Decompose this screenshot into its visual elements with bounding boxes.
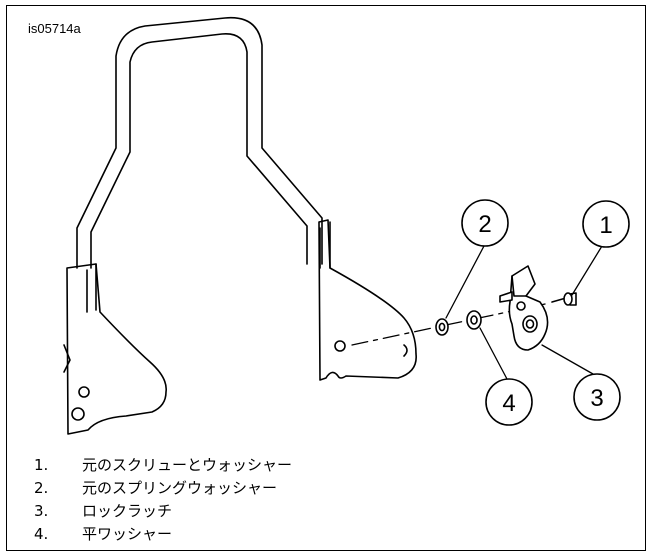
parts-legend: 1. 元のスクリューとウォッシャー 2. 元のスプリングウォッシャー 3. ロックラッ…: [30, 454, 292, 546]
legend-number: 2.: [34, 479, 49, 497]
legend-item: 4. 平ワッシャー: [30, 523, 292, 546]
svg-text:1: 1: [599, 212, 612, 239]
legend-item: 1. 元のスクリューとウォッシャー: [30, 454, 292, 477]
leader-lines: [445, 245, 603, 380]
legend-item: 3. ロックラッチ: [30, 500, 292, 523]
legend-label: 元のスプリングウォッシャー: [82, 479, 278, 497]
right-side-plate: [318, 219, 417, 381]
callout-4: 4: [485, 378, 533, 426]
legend-number: 1.: [34, 456, 49, 474]
callout-1: 1: [582, 200, 630, 248]
upright-tube: [76, 16, 323, 269]
svg-text:2: 2: [478, 211, 491, 238]
legend-label: ロックラッチ: [82, 502, 173, 520]
callout-3: 3: [573, 373, 621, 421]
left-side-plate: [63, 263, 167, 435]
legend-number: 3.: [34, 502, 49, 520]
spring-washer: [435, 318, 449, 336]
callout-2: 2: [461, 199, 509, 247]
svg-text:4: 4: [502, 390, 515, 417]
svg-text:3: 3: [590, 385, 603, 412]
legend-number: 4.: [34, 525, 49, 543]
flat-washer: [466, 310, 482, 330]
lock-latch: [499, 265, 549, 351]
figure-frame: [6, 5, 646, 551]
legend-label: 平ワッシャー: [82, 525, 173, 543]
figure-id-label: is05714a: [28, 21, 81, 36]
legend-label: 元のスクリューとウォッシャー: [82, 456, 293, 474]
legend-item: 2. 元のスプリングウォッシャー: [30, 477, 292, 500]
